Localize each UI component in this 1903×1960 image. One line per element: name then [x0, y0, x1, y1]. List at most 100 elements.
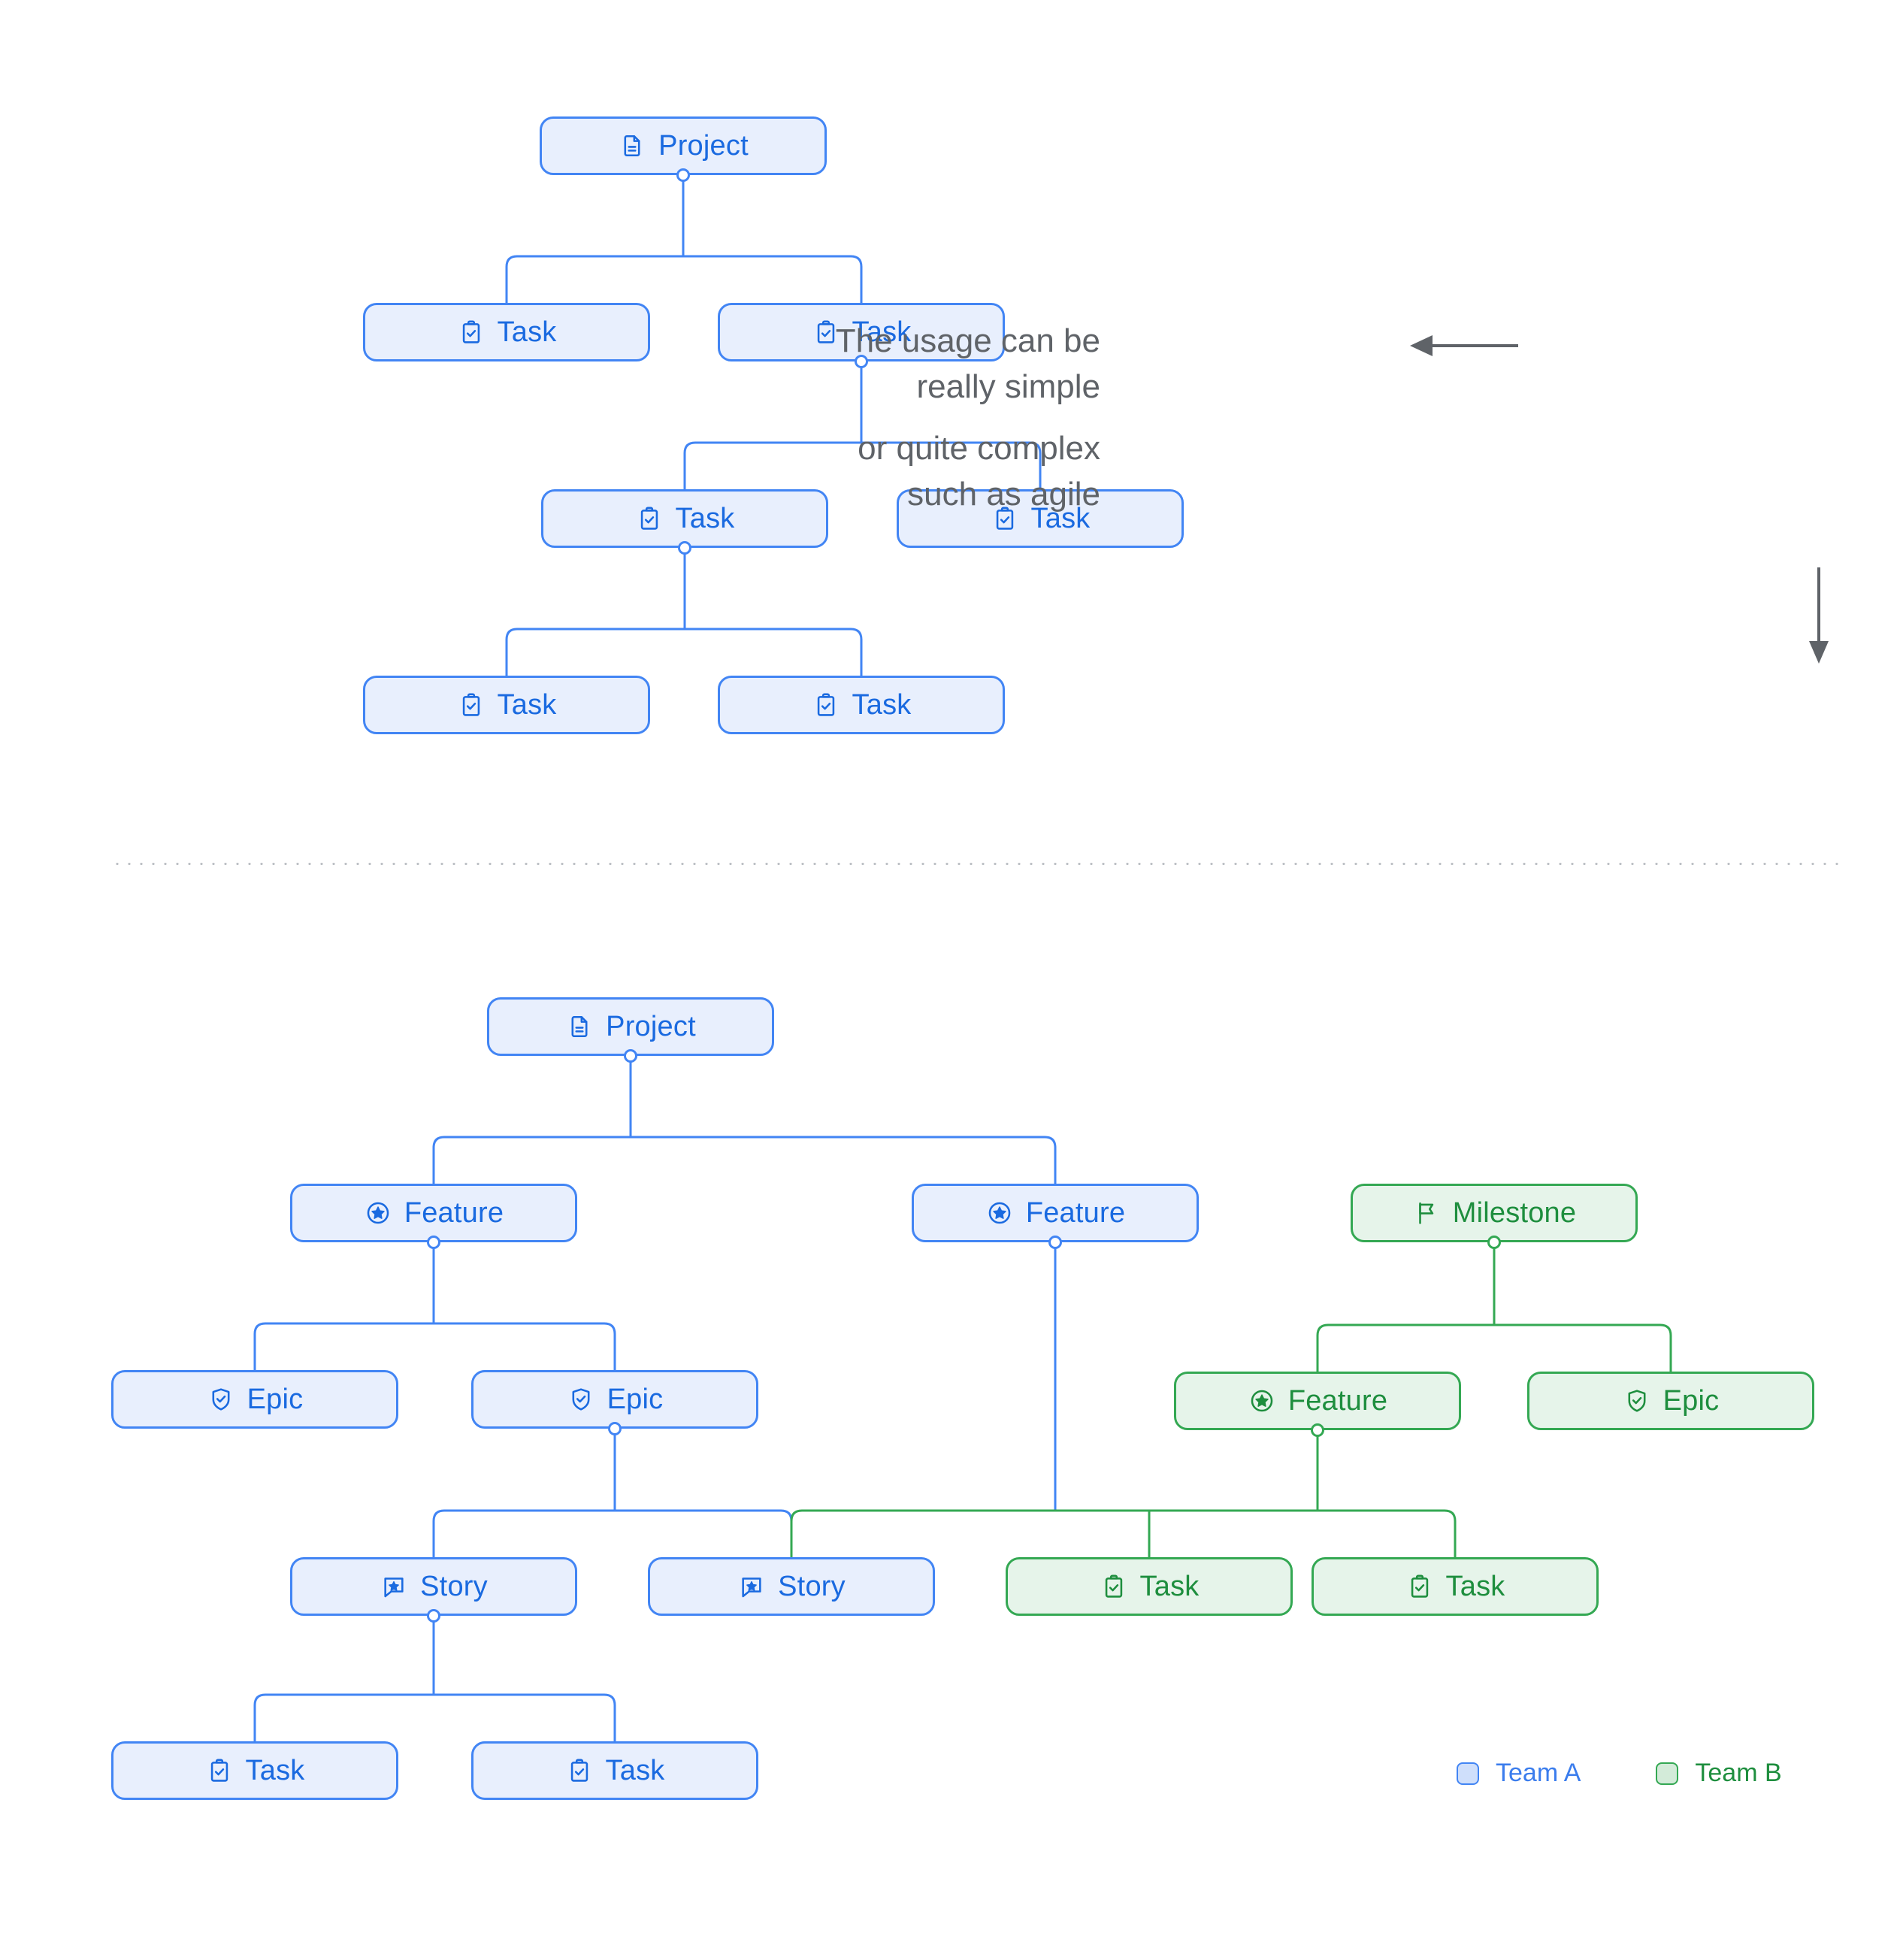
square-swatch-icon	[1457, 1762, 1479, 1785]
node-milestone[interactable]: Milestone	[1351, 1184, 1638, 1242]
node-feature[interactable]: Feature	[290, 1184, 577, 1242]
node-label: Task	[852, 316, 912, 348]
node-label: Epic	[247, 1384, 304, 1415]
legend-label-team-b: Team B	[1695, 1759, 1782, 1787]
connector-branch	[505, 255, 685, 304]
node-label: Task	[675, 503, 735, 534]
node-task[interactable]: Task	[111, 1741, 398, 1800]
connector-branch	[505, 628, 686, 677]
annotation-line-4: such as agile	[907, 476, 1100, 513]
node-port[interactable]	[427, 1236, 440, 1249]
node-task[interactable]: Task	[363, 676, 650, 734]
connector-branch	[432, 1136, 632, 1185]
feature-icon	[985, 1199, 1014, 1227]
node-epic[interactable]: Epic	[111, 1370, 398, 1429]
legend: Team A Team B	[1457, 1759, 1782, 1788]
node-project[interactable]: Project	[487, 997, 774, 1056]
node-label: Task	[1030, 503, 1091, 534]
story-icon	[737, 1572, 766, 1601]
annotation-line-1: The usage can be	[835, 322, 1100, 359]
node-project[interactable]: Project	[540, 116, 827, 175]
node-label: Task	[497, 316, 557, 348]
node-feature[interactable]: Feature	[912, 1184, 1199, 1242]
node-task[interactable]: Task	[897, 489, 1184, 548]
node-label: Story	[420, 1571, 488, 1602]
annotation-spacer	[747, 410, 1100, 426]
node-feature[interactable]: Feature	[1174, 1372, 1461, 1430]
node-label: Feature	[404, 1197, 504, 1229]
node-story[interactable]: Story	[648, 1557, 935, 1616]
node-label: Feature	[1025, 1197, 1126, 1229]
task-icon	[457, 318, 486, 346]
arrow-left-icon	[1410, 335, 1518, 356]
connector-branch	[613, 1509, 793, 1559]
square-swatch-icon	[1656, 1762, 1679, 1785]
connector-branch	[432, 1509, 616, 1559]
task-icon	[635, 504, 664, 533]
story-icon	[380, 1572, 408, 1601]
connector-branch	[682, 255, 863, 304]
node-port[interactable]	[608, 1422, 622, 1435]
node-label: Epic	[607, 1384, 664, 1415]
connector-branch	[432, 1322, 616, 1372]
node-port[interactable]	[624, 1049, 637, 1063]
node-label: Story	[778, 1571, 846, 1602]
task-icon	[205, 1756, 234, 1785]
feature-icon	[364, 1199, 392, 1227]
task-icon	[1405, 1572, 1434, 1601]
node-label: Task	[1445, 1571, 1505, 1602]
node-label: Project	[658, 130, 749, 162]
node-port[interactable]	[427, 1609, 440, 1623]
node-label: Task	[852, 689, 912, 721]
node-port[interactable]	[855, 355, 868, 368]
node-task[interactable]: Task	[363, 303, 650, 361]
task-icon	[812, 691, 840, 719]
document-icon	[565, 1012, 594, 1041]
connector-branch	[1316, 1323, 1496, 1373]
legend-item-team-b: Team B	[1656, 1759, 1782, 1788]
node-story[interactable]: Story	[290, 1557, 577, 1616]
task-icon	[1100, 1572, 1128, 1601]
annotation-callout: The usage can be really simple or quite …	[747, 319, 1100, 518]
document-icon	[618, 132, 646, 160]
task-icon	[457, 691, 486, 719]
node-task[interactable]: Task	[718, 676, 1005, 734]
node-port[interactable]	[678, 541, 691, 555]
section-divider	[111, 863, 1840, 865]
node-port[interactable]	[1487, 1236, 1501, 1249]
annotation-line-3: or quite complex	[858, 430, 1100, 467]
node-label: Epic	[1662, 1385, 1720, 1417]
node-task[interactable]: Task	[1006, 1557, 1293, 1616]
arrow-down-icon	[1809, 567, 1829, 664]
legend-label-team-a: Team A	[1496, 1759, 1581, 1787]
connector-branch	[253, 1322, 435, 1372]
connector-branch	[253, 1693, 435, 1743]
connector-branch	[432, 1693, 616, 1743]
node-port[interactable]	[1048, 1236, 1062, 1249]
node-epic[interactable]: Epic	[1527, 1372, 1814, 1430]
connector-branch	[1493, 1323, 1672, 1373]
connector-bus	[790, 1509, 1457, 1559]
node-port[interactable]	[676, 168, 690, 182]
node-label: Task	[605, 1755, 665, 1786]
node-task[interactable]: Task	[718, 303, 1005, 361]
legend-item-team-a: Team A	[1457, 1759, 1581, 1788]
node-label: Task	[497, 689, 557, 721]
epic-icon	[207, 1385, 235, 1414]
task-icon	[991, 504, 1019, 533]
node-task[interactable]: Task	[471, 1741, 758, 1800]
epic-icon	[1623, 1387, 1651, 1415]
feature-icon	[1248, 1387, 1276, 1415]
task-icon	[565, 1756, 594, 1785]
node-label: Task	[245, 1755, 305, 1786]
connector-branch	[683, 628, 863, 677]
node-label: Milestone	[1452, 1197, 1577, 1229]
milestone-icon	[1412, 1199, 1441, 1227]
node-task[interactable]: Task	[1312, 1557, 1599, 1616]
node-label: Project	[606, 1011, 696, 1042]
node-epic[interactable]: Epic	[471, 1370, 758, 1429]
node-port[interactable]	[1311, 1423, 1324, 1437]
connector-branch	[629, 1136, 1057, 1185]
